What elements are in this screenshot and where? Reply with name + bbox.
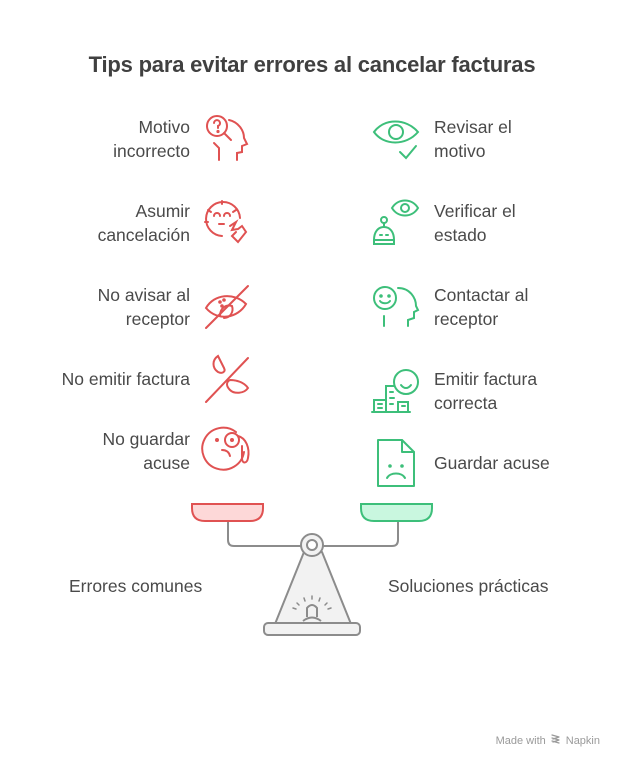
footer-brand: Napkin bbox=[565, 734, 600, 747]
error-item-1-line1: Motivo bbox=[138, 117, 190, 137]
error-item-3-line2: receptor bbox=[125, 309, 190, 329]
solutions-label: Soluciones prácticas bbox=[388, 576, 549, 596]
solution-item-3-line2: receptor bbox=[434, 309, 499, 329]
footer-text: Made with bbox=[495, 734, 546, 747]
error-item-4-line1: No emitir factura bbox=[61, 369, 190, 389]
error-item-2: Asumir cancelación bbox=[98, 199, 190, 247]
solution-item-5: Guardar acuse bbox=[434, 451, 550, 475]
solution-item-2-line2: estado bbox=[434, 225, 487, 245]
error-item-2-line1: Asumir bbox=[135, 201, 190, 221]
error-item-3: No avisar al receptor bbox=[98, 283, 190, 331]
face-blowing-icon bbox=[200, 196, 252, 248]
solution-item-5-line1: Guardar acuse bbox=[434, 453, 550, 473]
error-item-5: No guardar acuse bbox=[102, 427, 190, 475]
solution-item-4-line1: Emitir factura bbox=[434, 369, 538, 389]
solution-pan bbox=[360, 503, 433, 522]
solution-item-4: Emitir factura correcta bbox=[434, 367, 537, 415]
building-smile-icon bbox=[370, 364, 422, 416]
robot-eye-icon bbox=[370, 196, 422, 248]
face-monocle-sad-icon bbox=[200, 424, 252, 476]
error-item-5-line1: No guardar bbox=[102, 429, 190, 449]
solution-item-3: Contactar al receptor bbox=[434, 283, 528, 331]
solution-item-3-line1: Contactar al bbox=[434, 285, 529, 305]
page-title: Tips para evitar errores al cancelar fac… bbox=[88, 52, 536, 77]
eye-crossed-icon bbox=[200, 280, 252, 332]
error-item-3-line1: No avisar al bbox=[97, 285, 190, 305]
error-pan bbox=[191, 503, 264, 522]
leaf-crossed-icon bbox=[200, 352, 252, 404]
head-question-magnifier-icon bbox=[200, 112, 252, 164]
solution-item-1-line1: Revisar el bbox=[434, 117, 512, 137]
error-item-4: No emitir factura bbox=[62, 367, 190, 391]
solution-item-1-line2: motivo bbox=[434, 141, 486, 161]
made-with-napkin: Made with Napkin bbox=[496, 733, 600, 748]
solution-item-2: Verificar el estado bbox=[434, 199, 516, 247]
error-item-1: Motivo incorrecto bbox=[113, 115, 190, 163]
error-item-1-line2: incorrecto bbox=[113, 141, 190, 161]
error-item-5-line2: acuse bbox=[143, 453, 190, 473]
error-item-2-line2: cancelación bbox=[97, 225, 190, 245]
document-sad-icon bbox=[370, 436, 422, 488]
solution-item-4-line2: correcta bbox=[434, 393, 498, 413]
napkin-logo-icon bbox=[550, 733, 562, 748]
solution-item-1: Revisar el motivo bbox=[434, 115, 512, 163]
eye-check-icon bbox=[370, 112, 422, 164]
errors-label: Errores comunes bbox=[69, 576, 203, 596]
solution-item-2-line1: Verificar el bbox=[434, 201, 516, 221]
head-smile-icon bbox=[370, 280, 422, 332]
